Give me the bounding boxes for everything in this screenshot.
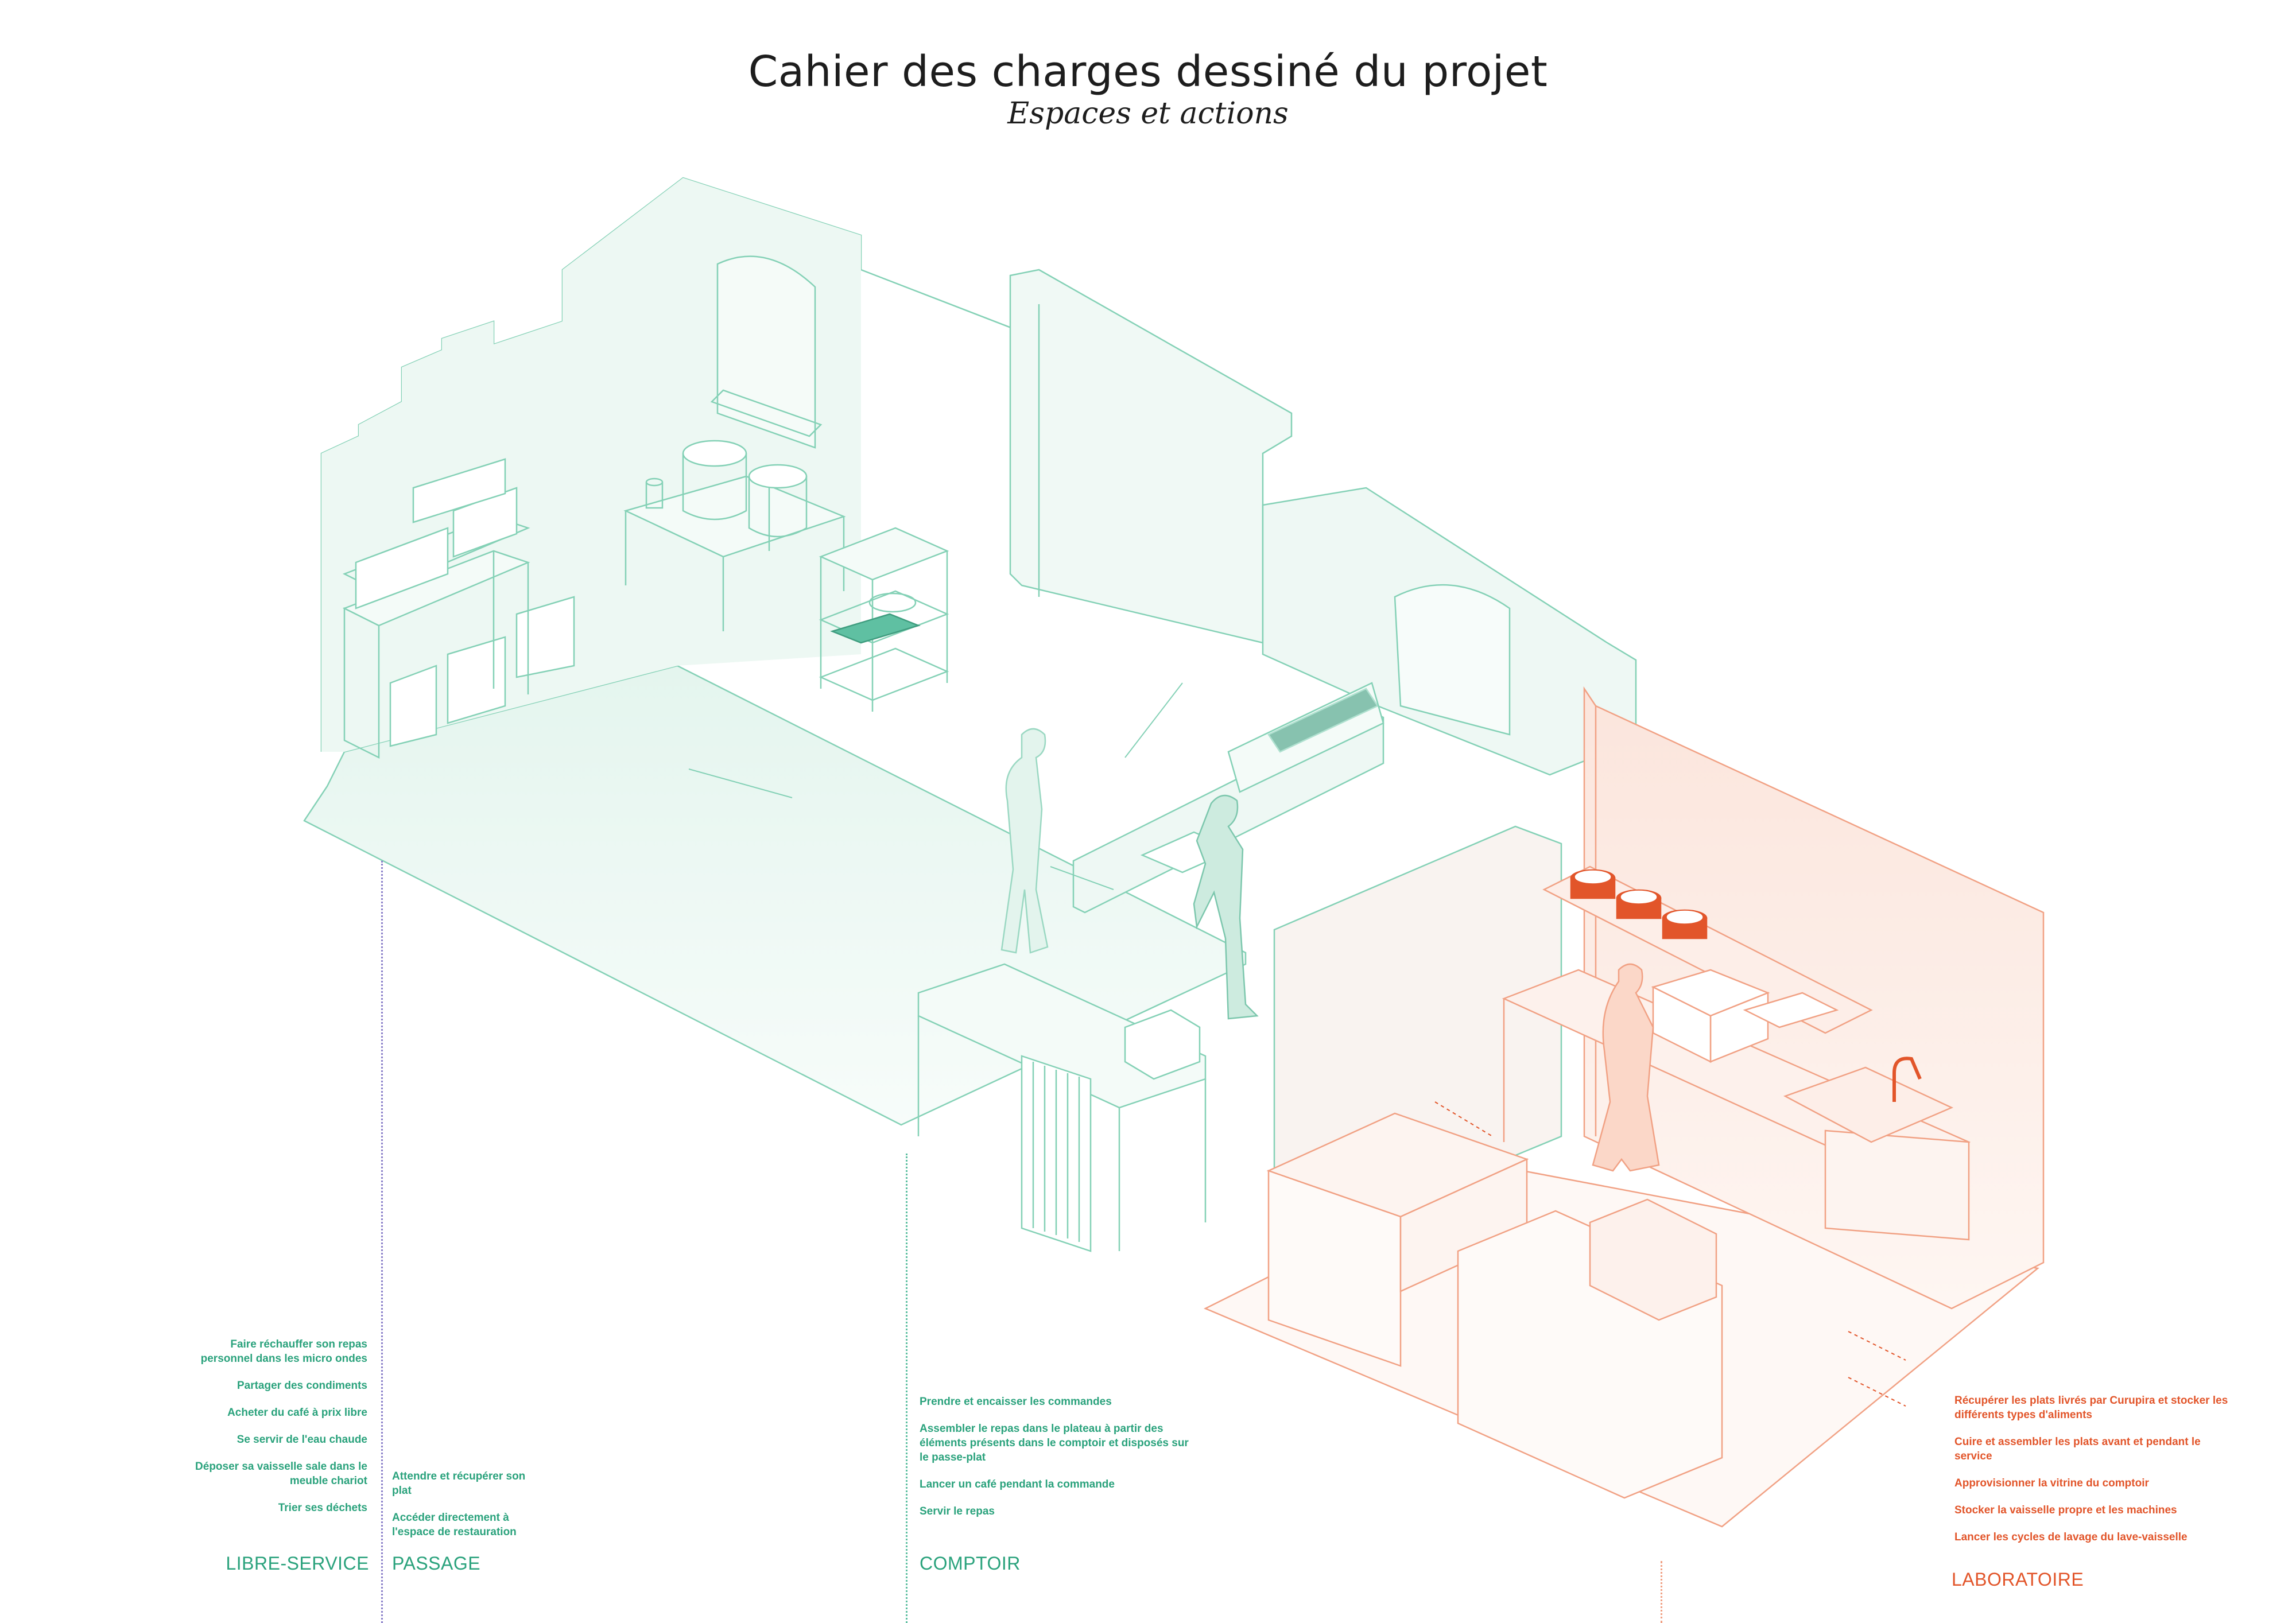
action-item: Partager des condiments: [236, 1380, 367, 1392]
arch-alcove: [716, 255, 816, 449]
zone-label-comptoir: COMPTOIR: [920, 1553, 1021, 1574]
microwave-box: [1589, 1198, 1717, 1321]
green-room: [303, 177, 1637, 1252]
island-front: [1267, 1170, 1402, 1367]
trolley: [819, 527, 949, 712]
action-item: Servir le repas: [920, 1505, 995, 1517]
action-item: Approvisionner la vitrine du comptoir: [1954, 1477, 2149, 1489]
action-item: Stocker la vaisselle propre et les machi…: [1954, 1504, 2177, 1516]
table-pots: [623, 440, 846, 631]
action-item: Lancer un café pendant la commande: [920, 1478, 1115, 1490]
action-item: Trier ses déchets: [278, 1502, 367, 1514]
action-item: Acheter du café à prix libre: [227, 1407, 367, 1419]
zone-label-passage: PASSAGE: [392, 1553, 481, 1574]
action-item: Déposer sa vaisselle sale dans le meuble…: [195, 1461, 367, 1487]
libre-service-divider: [381, 861, 383, 1623]
comptoir-actions: Prendre et encaisser les commandes Assem…: [920, 1395, 1189, 1531]
action-item: Prendre et encaisser les commandes: [920, 1396, 1112, 1408]
passage-actions: Attendre et récupérer son plat Accéder d…: [392, 1469, 547, 1552]
orange-room: [1204, 686, 2045, 1528]
zone-label-laboratoire: LABORATOIRE: [1952, 1569, 2084, 1590]
action-item: Accéder directement à l'espace de restau…: [392, 1512, 517, 1538]
person-cook: [1592, 963, 1660, 1172]
action-item: Se servir de l'eau chaude: [236, 1434, 367, 1446]
lab-arrows: [1434, 1101, 1906, 1407]
action-item: Attendre et récupérer son plat: [392, 1470, 526, 1497]
arch-right: [1394, 584, 1511, 736]
action-item: Faire réchauffer son repas personnel dan…: [200, 1338, 367, 1365]
shelving-left: [342, 458, 575, 759]
sink: [1783, 1066, 1954, 1143]
action-item: Cuire et assembler les plats avant et pe…: [1954, 1436, 2201, 1462]
action-item: Assembler le repas dans le plateau à par…: [920, 1423, 1189, 1463]
laboratoire-actions: Récupérer les plats livrés par Curupira …: [1954, 1393, 2236, 1557]
person-staff: [1193, 795, 1259, 1020]
page-subtitle: Espaces et actions: [1007, 96, 1289, 131]
faucet: [1892, 1057, 1922, 1102]
person-customer: [1000, 728, 1049, 954]
back-partition: [1009, 269, 1293, 644]
action-item: Récupérer les plats livrés par Curupira …: [1954, 1395, 2228, 1421]
page-title: Cahier des charges dessiné du projet: [748, 47, 1548, 96]
libre-service-actions: Faire réchauffer son repas personnel dan…: [184, 1337, 367, 1528]
laboratoire-divider: [1661, 1561, 1662, 1623]
action-item: Lancer les cycles de lavage du lave-vais…: [1954, 1531, 2188, 1543]
comptoir-divider: [906, 1154, 907, 1623]
zone-label-libre-service: LIBRE-SERVICE: [226, 1553, 369, 1574]
